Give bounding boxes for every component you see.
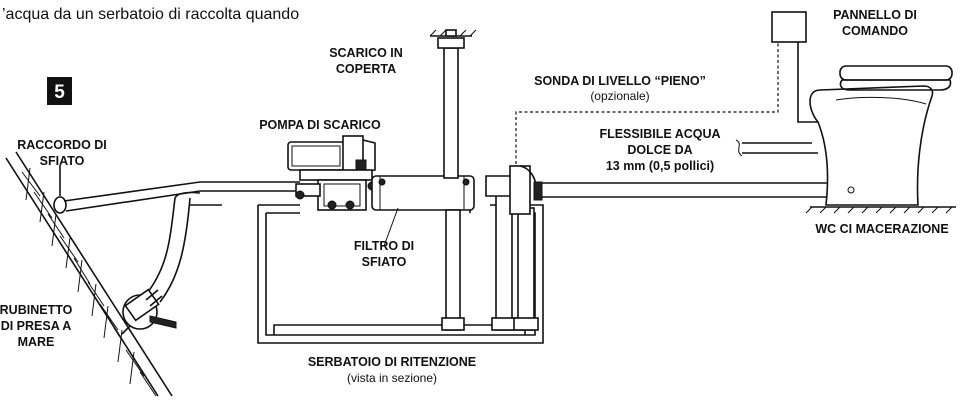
sensor-wire xyxy=(515,40,779,164)
macerating-wc xyxy=(809,65,953,206)
label-wc: WC CI MACERAZIONE xyxy=(815,222,948,236)
label-pannello-1: PANNELLO DI xyxy=(833,8,917,22)
label-raccordo-1: RACCORDO DI xyxy=(17,138,107,152)
vent-hose xyxy=(63,181,300,212)
hull-section xyxy=(5,151,173,397)
tank-pickup-tubes xyxy=(441,185,539,331)
toilet-inlet-pipe xyxy=(542,182,830,198)
fresh-water-hose xyxy=(735,139,818,157)
label-flessibile-1: FLESSIBILE ACQUA xyxy=(599,127,720,141)
filter-leader-line xyxy=(383,207,399,247)
label-scarico-2: COPERTA xyxy=(336,62,396,76)
label-sonda-2: (opzionale) xyxy=(590,89,649,103)
step-badge: 5 xyxy=(47,77,72,105)
label-raccordo-2: SFIATO xyxy=(40,154,85,168)
deck-discharge-pipe xyxy=(429,29,477,179)
level-sensor-fitting xyxy=(485,165,543,215)
label-flessibile-2: DOLCE DA xyxy=(627,143,692,157)
label-flessibile-3: 13 mm (0,5 pollici) xyxy=(606,159,714,173)
label-serbatoio-2: (vista in sezione) xyxy=(347,371,437,385)
vent-fitting xyxy=(53,165,67,214)
intro-text: ’acqua da un serbatoio di raccolta quand… xyxy=(2,6,299,23)
step-number: 5 xyxy=(54,82,65,103)
vent-filter xyxy=(295,175,475,211)
label-pannello-2: COMANDO xyxy=(842,24,908,38)
seacock-hose xyxy=(147,191,222,303)
label-filtro-2: SFIATO xyxy=(362,255,407,269)
label-rubinetto-2: DI PRESA A xyxy=(1,319,72,333)
label-filtro-1: FILTRO DI xyxy=(354,239,414,253)
label-pompa: POMPA DI SCARICO xyxy=(259,118,381,132)
pump-assembly xyxy=(287,135,377,211)
floor-line xyxy=(805,206,956,214)
label-sonda-1: SONDA DI LIVELLO “PIENO” xyxy=(534,74,706,88)
label-scarico-1: SCARICO IN xyxy=(329,46,403,60)
seacock-valve xyxy=(121,288,177,335)
label-serbatoio-1: SERBATOIO DI RITENZIONE xyxy=(308,355,476,369)
control-panel xyxy=(771,11,820,123)
label-rubinetto-1: RUBINETTO xyxy=(0,303,73,317)
label-rubinetto-3: MARE xyxy=(18,335,55,349)
